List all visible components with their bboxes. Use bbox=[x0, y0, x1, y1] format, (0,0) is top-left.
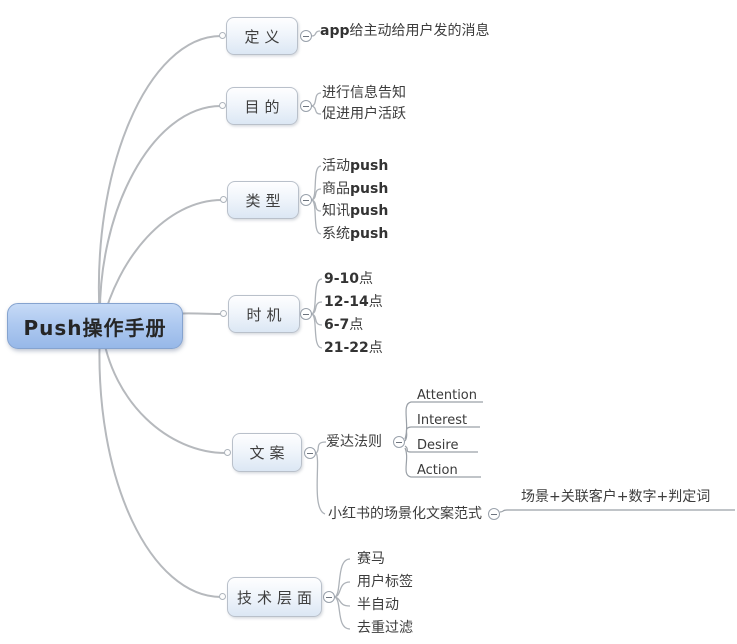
topic-copywriting[interactable]: 文案 bbox=[232, 433, 302, 472]
topic-definition[interactable]: 定义 bbox=[226, 17, 298, 55]
collapse-icon[interactable] bbox=[300, 308, 312, 320]
subtopic-time-12-14[interactable]: 12-14点 bbox=[324, 294, 383, 310]
subtopic-time-21-22[interactable]: 21-22点 bbox=[324, 340, 383, 356]
subtopic-system-push[interactable]: 系统push bbox=[322, 226, 389, 242]
subtopic-desire[interactable]: Desire bbox=[417, 438, 459, 453]
topic-label: 定义 bbox=[244, 27, 285, 46]
topic-label: 类型 bbox=[245, 191, 286, 210]
topic-label: 技术层面 bbox=[236, 588, 317, 607]
subtopic-time-9-10[interactable]: 9-10点 bbox=[324, 271, 374, 287]
subtopic-semi-auto[interactable]: 半自动 bbox=[357, 597, 399, 613]
subtopic-action[interactable]: Action bbox=[417, 463, 458, 478]
subtopic-horse-racing[interactable]: 赛马 bbox=[357, 551, 385, 567]
topic-type[interactable]: 类型 bbox=[227, 181, 299, 219]
subtopic-attention[interactable]: Attention bbox=[417, 388, 477, 403]
topic-timing[interactable]: 时机 bbox=[228, 295, 300, 333]
collapse-icon[interactable] bbox=[393, 436, 405, 448]
subtopic-product-push[interactable]: 商品push bbox=[322, 181, 389, 197]
topic-label: 目的 bbox=[244, 97, 285, 116]
collapse-icon[interactable] bbox=[300, 30, 312, 42]
topic-technical[interactable]: 技术层面 bbox=[227, 577, 322, 617]
connector-dot bbox=[219, 593, 226, 600]
subtopic-xiaohongshu-template[interactable]: 小红书的场景化文案范式 bbox=[328, 506, 482, 522]
connector-dot bbox=[219, 102, 226, 109]
subtopic-aida-rule[interactable]: 爱达法则 bbox=[326, 434, 382, 450]
connector-dot bbox=[220, 310, 227, 317]
subtopic-user-tags[interactable]: 用户标签 bbox=[357, 574, 413, 590]
subtopic-scene-formula[interactable]: 场景+关联客户+数字+判定词 bbox=[521, 489, 711, 505]
collapse-icon[interactable] bbox=[300, 100, 312, 112]
subtopic-activate-users[interactable]: 促进用户活跃 bbox=[322, 106, 406, 122]
subtopic-time-6-7[interactable]: 6-7点 bbox=[324, 317, 364, 333]
subtopic-app-message[interactable]: app给主动给用户发的消息 bbox=[320, 23, 490, 39]
root-topic[interactable]: Push操作手册 bbox=[7, 303, 183, 349]
subtopic-activity-push[interactable]: 活动push bbox=[322, 158, 389, 174]
collapse-icon[interactable] bbox=[323, 591, 335, 603]
topic-purpose[interactable]: 目的 bbox=[226, 87, 298, 125]
subtopic-interest[interactable]: Interest bbox=[417, 413, 468, 428]
root-topic-label: Push操作手册 bbox=[23, 315, 167, 340]
topic-label: 时机 bbox=[246, 305, 287, 324]
subtopic-dedup-filter[interactable]: 去重过滤 bbox=[357, 620, 413, 636]
collapse-icon[interactable] bbox=[300, 194, 312, 206]
connector-dot bbox=[219, 32, 226, 39]
collapse-icon[interactable] bbox=[488, 508, 500, 520]
connector-dot bbox=[220, 196, 227, 203]
subtopic-news-push[interactable]: 知讯push bbox=[322, 203, 389, 219]
topic-label: 文案 bbox=[249, 444, 290, 462]
connector-dot bbox=[224, 449, 231, 456]
subtopic-inform[interactable]: 进行信息告知 bbox=[322, 85, 406, 101]
collapse-icon[interactable] bbox=[304, 447, 316, 459]
